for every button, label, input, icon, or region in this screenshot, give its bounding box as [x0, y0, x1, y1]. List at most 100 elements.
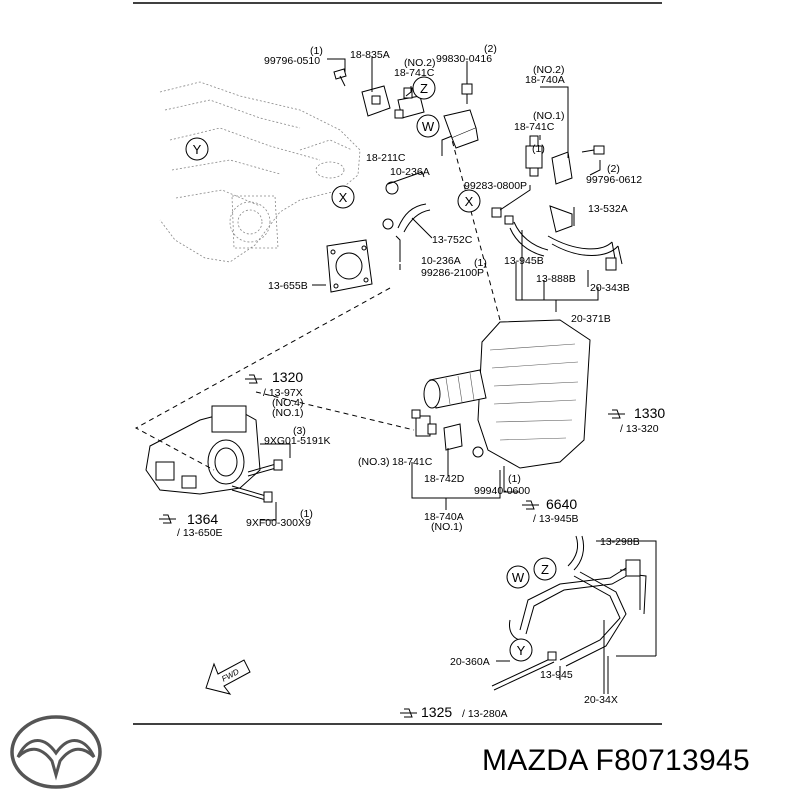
svg-text:13-945B: 13-945B: [504, 255, 544, 267]
hose-13-298B: [567, 535, 585, 571]
svg-text:99796-0612: 99796-0612: [586, 174, 642, 186]
svg-text:99796-0510: 99796-0510: [264, 55, 320, 67]
svg-text:(NO.1): (NO.1): [272, 407, 304, 419]
svg-text:Z: Z: [541, 562, 549, 577]
svg-text:(2): (2): [484, 43, 497, 55]
svg-text:Y: Y: [517, 643, 526, 658]
callout-w-top: W: [416, 114, 440, 138]
svg-text:/ 13-320: / 13-320: [620, 423, 659, 435]
svg-text:99830-0416: 99830-0416: [436, 53, 492, 65]
air-cleaner-1330: [423, 319, 591, 469]
callout-y-bottom: Y: [509, 638, 533, 662]
svg-text:9XF00-300X9: 9XF00-300X9: [246, 517, 311, 529]
svg-text:/ 13-945B: / 13-945B: [533, 513, 579, 525]
svg-text:18-741C: 18-741C: [394, 67, 435, 79]
svg-text:20-343B: 20-343B: [590, 282, 630, 294]
svg-text:13-752C: 13-752C: [432, 234, 473, 246]
svg-text:(1): (1): [310, 45, 323, 57]
svg-text:18-740A: 18-740A: [525, 74, 565, 86]
hose-13-888B: [547, 235, 623, 271]
svg-text:1364: 1364: [187, 511, 218, 527]
svg-text:20-371B: 20-371B: [571, 313, 611, 325]
pointing-hand-icon: [159, 374, 625, 718]
svg-text:18-742D: 18-742D: [424, 473, 465, 485]
svg-text:99283-0800P: 99283-0800P: [464, 180, 527, 192]
solenoid-18-741C-no3: [411, 409, 437, 437]
svg-text:X: X: [339, 190, 348, 205]
hose-13-752C: [382, 181, 431, 233]
svg-text:(1): (1): [508, 473, 521, 485]
svg-text:(NO.2): (NO.2): [533, 64, 565, 76]
pipe-20-360A: [491, 651, 557, 691]
svg-text:Y: Y: [193, 142, 202, 157]
svg-text:10-236A: 10-236A: [390, 166, 430, 178]
svg-text:1330: 1330: [634, 405, 665, 421]
svg-text:(NO.3): (NO.3): [358, 456, 390, 468]
fwd-arrow-icon: FWD: [205, 659, 251, 695]
svg-text:X: X: [465, 194, 474, 209]
part-number-caption: MAZDA F80713945: [482, 744, 750, 777]
throttle-body-1364: [145, 405, 261, 495]
callout-w-bottom: W: [506, 565, 530, 589]
svg-text:(NO.1): (NO.1): [533, 110, 565, 122]
bracket-18-211C: [443, 109, 479, 149]
svg-text:(1): (1): [532, 143, 545, 155]
svg-text:13-888B: 13-888B: [536, 273, 576, 285]
bolt-9XG01-5191K: [247, 459, 283, 477]
svg-text:18-835A: 18-835A: [350, 49, 390, 61]
svg-text:(1): (1): [300, 508, 313, 520]
svg-text:6640: 6640: [546, 496, 577, 512]
svg-text:(NO.2): (NO.2): [404, 57, 436, 69]
solenoid-18-741C-no2: [394, 87, 425, 119]
solenoid-18-741C-no1: [525, 135, 543, 177]
intake-manifold-drawing: [159, 81, 361, 263]
leader-lines: [260, 56, 657, 694]
svg-text:10-236A: 10-236A: [421, 255, 461, 267]
svg-text:13-298B: 13-298B: [600, 536, 640, 548]
svg-text:/ 13-280A: / 13-280A: [462, 708, 508, 720]
svg-text:18-741C: 18-741C: [514, 121, 555, 133]
bolt-99796-0510: [333, 68, 347, 87]
mazda-logo-icon: [10, 715, 102, 789]
callout-y-top: Y: [185, 137, 209, 161]
svg-text:(1): (1): [474, 257, 487, 269]
svg-text:13-945: 13-945: [540, 669, 573, 681]
nut-99830-0416: [461, 83, 473, 104]
svg-text:W: W: [512, 570, 525, 585]
svg-text:20-34X: 20-34X: [584, 694, 618, 706]
callout-z-top: Z: [412, 76, 436, 100]
bolt-99796-0612: [581, 145, 605, 155]
svg-text:/ 13-650E: / 13-650E: [177, 527, 223, 539]
gasket-13-655B: [326, 239, 373, 293]
svg-text:20-360A: 20-360A: [450, 656, 490, 668]
callout-z-bottom: Z: [533, 557, 557, 581]
bracket-13-532A: [549, 205, 573, 233]
part-labels: (1) 99796-0510 18-835A (NO.2) 18-741C (2…: [177, 43, 665, 720]
bolt-99283-0800P: [491, 207, 502, 218]
dashed-leaders: [134, 139, 501, 471]
svg-text:18-211C: 18-211C: [366, 152, 406, 164]
svg-text:18-740A: 18-740A: [424, 511, 464, 523]
svg-text:1325: 1325: [421, 704, 452, 720]
pipe-assembly-20-34X: [509, 559, 647, 667]
nut-99940-0600: [472, 446, 484, 458]
svg-text:9XG01-5191K: 9XG01-5191K: [264, 435, 331, 447]
hose-13-945B: [504, 215, 549, 257]
svg-text:/ 13-97X: / 13-97X: [263, 387, 303, 399]
svg-text:(3): (3): [293, 425, 306, 437]
svg-text:Z: Z: [420, 81, 428, 96]
svg-text:13-532A: 13-532A: [588, 203, 628, 215]
bracket-18-742D: [443, 423, 463, 451]
callout-x-mid: X: [457, 189, 481, 213]
svg-text:99286-2100P: 99286-2100P: [421, 267, 484, 279]
svg-text:W: W: [422, 119, 435, 134]
svg-text:(2): (2): [607, 163, 620, 175]
svg-text:1320: 1320: [272, 369, 303, 385]
callout-x-top: X: [331, 185, 355, 209]
svg-text:13-655B: 13-655B: [268, 280, 308, 292]
bracket-18-740A-no2: [551, 151, 573, 185]
bolt-9XF00-300X9: [231, 485, 273, 503]
svg-text:(NO.4): (NO.4): [272, 397, 304, 409]
bracket-18-835A: [361, 85, 391, 117]
